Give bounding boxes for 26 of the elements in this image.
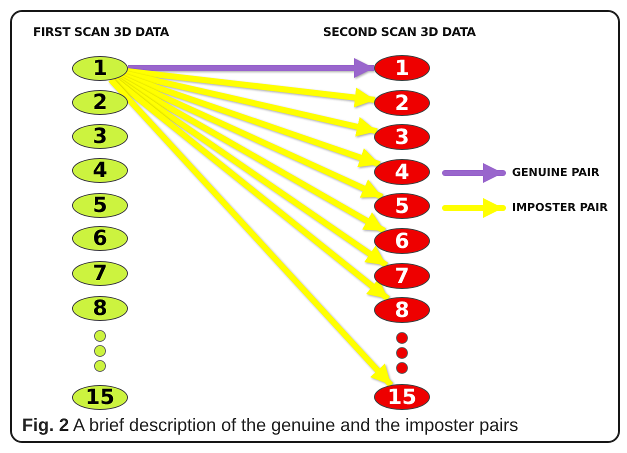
figure-caption: Fig. 2 A brief description of the genuine and the imposter pairs (22, 414, 518, 437)
column-heading: SECOND SCAN 3D DATA (323, 24, 476, 41)
number-ellipse: 1 (374, 55, 430, 81)
legend-text: GENUINE PAIR (512, 165, 600, 181)
number-ellipse: 5 (374, 193, 430, 219)
arrow (126, 68, 376, 108)
number-ellipse: 4 (374, 159, 430, 185)
number-ellipse: 8 (72, 296, 128, 320)
number-ellipse: 3 (374, 124, 430, 150)
number-ellipse: 15 (374, 384, 430, 410)
number-ellipse: 3 (72, 124, 128, 148)
legend-text: IMPOSTER PAIR (512, 200, 608, 216)
number-ellipse: 5 (72, 192, 128, 218)
arrow (121, 72, 380, 168)
number-ellipse: 8 (374, 297, 430, 323)
number-ellipse: 2 (72, 90, 128, 114)
column-heading: FIRST SCAN 3D DATA (33, 24, 169, 41)
number-ellipse: 6 (374, 228, 430, 254)
number-ellipse: 4 (72, 158, 128, 182)
number-ellipse: 6 (72, 226, 128, 250)
number-ellipse: 15 (72, 384, 128, 410)
arrow (128, 58, 374, 78)
number-ellipse: 1 (72, 56, 128, 80)
number-ellipse: 2 (374, 90, 430, 116)
number-ellipse: 7 (72, 260, 128, 286)
number-ellipse: 7 (374, 263, 430, 289)
